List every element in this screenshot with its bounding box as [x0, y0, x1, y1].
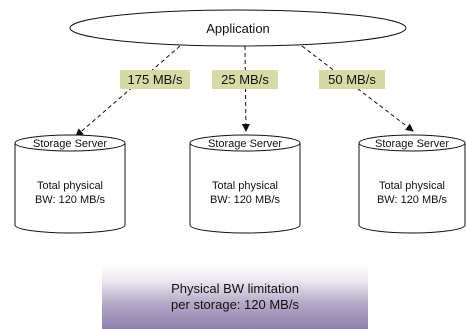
storage-server-2: Storage Server Total physical BW: 120 MB… [189, 134, 301, 234]
link-label-3: 50 MB/s [319, 70, 385, 89]
link-arrow-1 [75, 45, 181, 137]
link-label-2-text: 25 MB/s [221, 72, 269, 87]
storage-server-3-line1: Total physical [379, 180, 445, 192]
bandwidth-limitation-box: Physical BW limitation per storage: 120 … [102, 265, 368, 329]
storage-server-3-title: Storage Server [375, 138, 449, 150]
storage-server-1-cylinder [14, 143, 126, 234]
link-label-3-box [319, 70, 385, 89]
application-node: Application [69, 9, 407, 47]
link-label-1-box [120, 70, 190, 89]
limitation-line-1: Physical BW limitation [171, 281, 299, 296]
link-label-1: 175 MB/s [120, 70, 190, 89]
storage-server-1: Storage Server Total physical BW: 120 MB… [14, 134, 126, 234]
storage-server-2-line1: Total physical [212, 180, 278, 192]
storage-server-3-top [358, 134, 466, 152]
link-label-3-text: 50 MB/s [328, 72, 376, 87]
link-label-2: 25 MB/s [212, 70, 278, 89]
storage-server-3-cylinder [358, 143, 466, 234]
storage-server-1-title: Storage Server [33, 138, 107, 150]
storage-server-2-top [189, 134, 301, 152]
application-label: Application [206, 21, 270, 36]
limitation-line-2: per storage: 120 MB/s [171, 297, 299, 312]
storage-server-2-line2: BW: 120 MB/s [210, 194, 281, 206]
storage-server-3-line2: BW: 120 MB/s [377, 194, 448, 206]
link-label-2-box [212, 70, 278, 89]
link-arrow-3 [301, 45, 414, 132]
storage-server-1-line1: Total physical [37, 180, 103, 192]
storage-server-2-cylinder [189, 143, 301, 234]
storage-server-3: Storage Server Total physical BW: 120 MB… [358, 134, 466, 234]
storage-server-2-title: Storage Server [208, 138, 282, 150]
application-ellipse [69, 9, 407, 47]
storage-server-1-top [14, 134, 126, 152]
link-label-1-text: 175 MB/s [128, 72, 183, 87]
storage-server-1-line2: BW: 120 MB/s [35, 194, 106, 206]
